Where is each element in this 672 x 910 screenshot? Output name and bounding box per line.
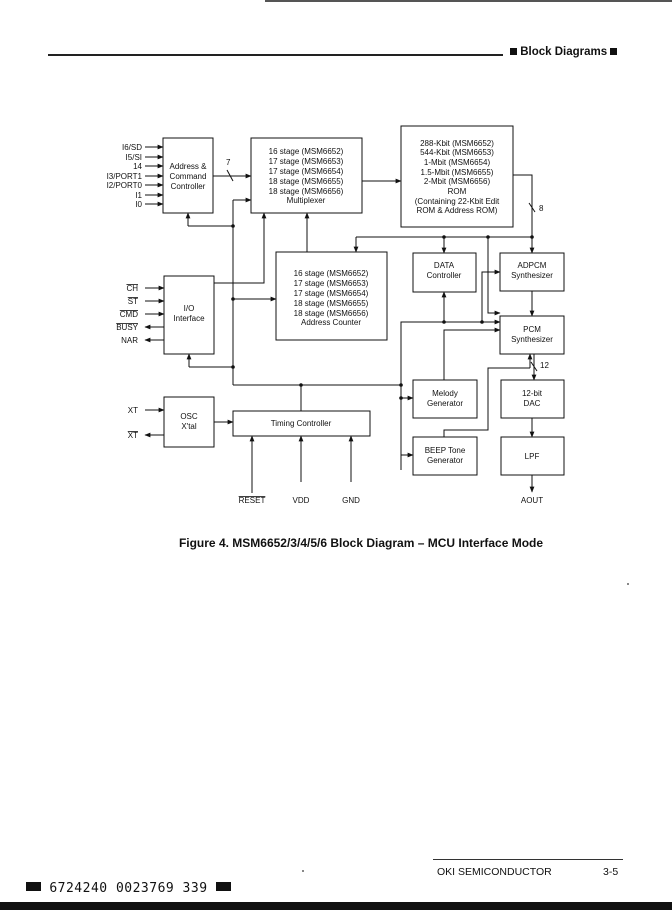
block-label: 1-Mbit (MSM6654) — [424, 158, 491, 167]
block-label: ROM & Address ROM) — [417, 206, 498, 215]
block-label: 18 stage (MSM6656) — [269, 187, 344, 196]
block-label: Multiplexer — [287, 196, 326, 205]
figure-caption: Figure 4. MSM6652/3/4/5/6 Block Diagram … — [178, 536, 544, 550]
block-label: 2-Mbit (MSM6656) — [424, 177, 491, 186]
section-title: Block Diagrams — [520, 46, 608, 58]
nar-label: NAR — [121, 336, 138, 345]
gnd-label: GND — [342, 496, 360, 505]
block-label: 17 stage (MSM6654) — [294, 289, 369, 298]
block-label: 16 stage (MSM6652) — [294, 269, 369, 278]
barcode-text: 6724240 0023769 339 — [49, 881, 208, 896]
page-number: 3-5 — [603, 866, 619, 878]
signal-label: I1 — [135, 191, 142, 200]
block-label: 18 stage (MSM6656) — [294, 309, 369, 318]
block-label: PCM — [523, 325, 541, 334]
ch-label: CH — [126, 284, 138, 293]
barcode-line: 6724240 0023769 339 — [26, 881, 231, 896]
vdd-label: VDD — [293, 496, 310, 505]
block-label: 16 stage (MSM6652) — [269, 147, 344, 156]
xt-out-label: XT — [128, 431, 138, 440]
signal-label: I5/SI — [126, 153, 142, 162]
signal-label: I3/PORT1 — [107, 172, 143, 181]
cmd-label: CMD — [120, 310, 138, 319]
block-label: LPF — [525, 452, 540, 461]
junction-dots — [231, 224, 534, 400]
block-label: Command — [170, 172, 207, 181]
block-label: ADPCM — [518, 261, 547, 270]
block-label: Timing Controller — [271, 419, 332, 428]
block-label: Address & — [170, 162, 208, 171]
bottom-scan-edge — [0, 902, 672, 910]
footer-rule — [433, 859, 623, 860]
bus-width-label: 8 — [539, 204, 544, 213]
barcode-block-icon — [215, 882, 231, 891]
square-bullet-icon — [510, 48, 517, 55]
block-label: 544-Kbit (MSM6653) — [420, 148, 494, 157]
block-label: OSC — [180, 412, 198, 421]
section-header: Block Diagrams — [510, 46, 618, 58]
block-label: Interface — [173, 314, 205, 323]
bus-width-label: 12 — [540, 361, 549, 370]
signal-label: I2/PORT0 — [107, 181, 143, 190]
addr-input-arrows — [145, 144, 164, 207]
block-label: 17 stage (MSM6653) — [294, 279, 369, 288]
block-label: DAC — [524, 399, 541, 408]
scan-speck — [627, 583, 629, 585]
block-label: Generator — [427, 456, 463, 465]
address-counter-block — [275, 251, 388, 341]
signal-label: I6/SD — [122, 143, 142, 152]
block-label: Address Counter — [301, 318, 361, 327]
signal-label: 14 — [133, 162, 142, 171]
busy-label: BUSY — [116, 323, 138, 332]
addr-input-labels: I6/SD I5/SI 14 I3/PORT1 I2/PORT0 I1 I0 — [107, 143, 143, 209]
block-label: 1.5-Mbit (MSM6655) — [421, 168, 494, 177]
block-label: 17 stage (MSM6654) — [269, 167, 344, 176]
block-label: Synthesizer — [511, 271, 553, 280]
block-label: 288-Kbit (MSM6652) — [420, 139, 494, 148]
st-label: ST — [128, 297, 138, 306]
block-label: Generator — [427, 399, 463, 408]
block-label: 18 stage (MSM6655) — [294, 299, 369, 308]
block-label: Synthesizer — [511, 335, 553, 344]
reset-label: RESET — [239, 496, 266, 505]
xt-in-label: XT — [128, 406, 138, 415]
scan-speck — [302, 870, 304, 872]
barcode-block-icon — [26, 882, 41, 891]
footer-company: OKI SEMICONDUCTOR — [437, 866, 552, 878]
square-bullet-icon — [610, 48, 618, 55]
header-rule — [48, 54, 503, 56]
top-scan-edge — [265, 0, 672, 2]
block-label: BEEP Tone — [425, 446, 466, 455]
bus-width-label: 7 — [226, 158, 231, 167]
block-label: 18 stage (MSM6655) — [269, 177, 344, 186]
block-label: X'tal — [181, 422, 197, 431]
aout-label: AOUT — [521, 496, 543, 505]
block-label: (Containing 22-Kbit Edit — [415, 197, 500, 206]
block-label: 17 stage (MSM6653) — [269, 157, 344, 166]
block-label: Controller — [171, 182, 206, 191]
rom-block — [400, 125, 514, 228]
block-label: DATA — [434, 261, 455, 270]
block-label: Melody — [432, 389, 458, 398]
block-label: Controller — [427, 271, 462, 280]
signal-label: I0 — [135, 200, 142, 209]
block-diagram: I6/SD I5/SI 14 I3/PORT1 I2/PORT0 I1 I0 A… — [107, 125, 565, 505]
block-label: ROM — [448, 187, 467, 196]
block-label: 12-bit — [522, 389, 543, 398]
block-label: I/O — [184, 304, 195, 313]
